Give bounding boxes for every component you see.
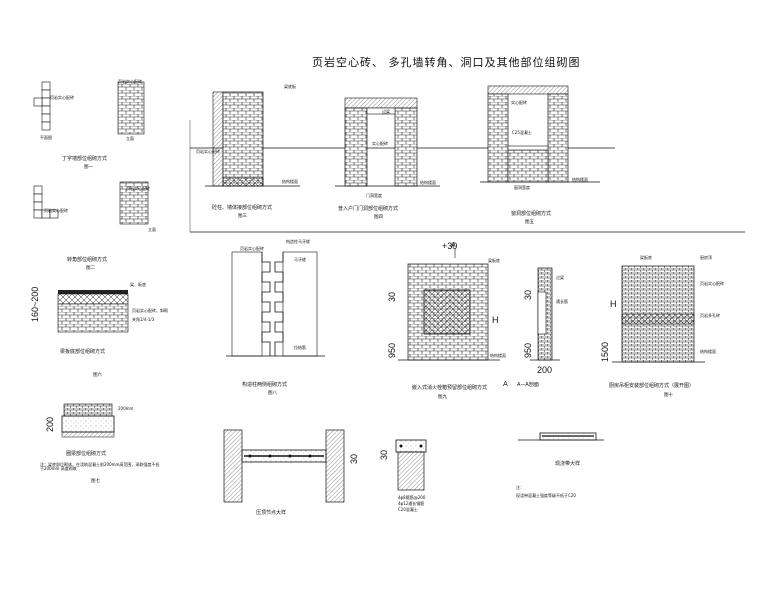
fig6-number: 图六 xyxy=(93,373,102,378)
fig1-label-2: 页岩实心配砖 xyxy=(118,79,142,84)
fig8-label-2: 构造柱马牙槎 xyxy=(286,239,310,244)
fig5-drawing xyxy=(480,85,600,183)
fig9-caption: 嵌入式消火栓箱预留部位组砌方式 xyxy=(412,385,488,391)
detail1-caption: 压顶节点大样 xyxy=(256,510,287,516)
fig1-caption: 丁字墙部位组砌方式 xyxy=(62,156,108,162)
fig10-label-2: 厨房顶 xyxy=(700,255,712,260)
fig8-label-3: 马牙槎 xyxy=(294,257,306,262)
detail3-caption: 现浇带大样 xyxy=(555,461,581,467)
fig9-dim-top: +30 xyxy=(442,241,458,251)
fig9-number: 图九 xyxy=(438,395,447,400)
fig4-drawing xyxy=(335,97,440,187)
fig4-caption: 普入户门门洞部位组砌方式 xyxy=(338,206,399,212)
detail2-label-3: C20混凝土 xyxy=(398,507,418,512)
fig3-label-3: 结构楼面 xyxy=(282,179,298,184)
detail1-drawing xyxy=(223,429,345,503)
fig10-drawing xyxy=(612,265,705,363)
fig2-label-1: 页岩实心配砖 xyxy=(44,208,68,213)
fig5-label-1: 实心配砖 xyxy=(511,100,527,105)
fig8-number: 图八 xyxy=(268,391,277,396)
fig9a-dim-200: 200 xyxy=(537,365,553,375)
fig10-dim-1500: 1500 xyxy=(600,341,610,362)
fig8-caption: 构造柱两侧组砌方式 xyxy=(242,382,288,388)
fig3-caption: 砼柱、墙体接部位组砌方式 xyxy=(212,205,273,211)
fig3-label-2: 页岩实心配砖 xyxy=(196,149,220,154)
detail2-label-1: 4φ8箍筋@200 xyxy=(398,495,426,500)
fig9-dim-h: H xyxy=(492,315,499,325)
detail2-drawing xyxy=(395,439,427,491)
fig6-label-3: 夹角1/4-1/3 xyxy=(132,317,155,322)
fig7-number: 图七 xyxy=(91,479,100,484)
fig9-dim-950: 950 xyxy=(387,342,397,358)
fig7-drawing xyxy=(61,403,115,438)
fig2-label-3: 立面 xyxy=(148,227,156,232)
fig2-caption: 转角部位组砌方式 xyxy=(67,257,108,263)
detail1-dim: 30 xyxy=(349,453,359,464)
fig8-drawing xyxy=(226,251,325,357)
fig9a-caption: A—A剖面 xyxy=(517,382,539,388)
fig2-drawing xyxy=(33,181,149,225)
fig7-dim: 200 xyxy=(45,416,55,432)
fig4-label-4: 结构楼面 xyxy=(420,180,436,185)
fig10-label-1: 梁板底 xyxy=(640,255,652,260)
fig9a-section-a2: A xyxy=(503,380,508,388)
fig4-label-2: 实心配砖 xyxy=(372,141,388,146)
sheet-title: 页岩空心砖、 多孔墙转角、洞口及其他部位组砌图 xyxy=(312,56,581,69)
fig3-drawing xyxy=(205,91,300,187)
fig6-label-2: 页岩实心配砖、斜砌 xyxy=(132,308,168,313)
fig9a-dim-950: 950 xyxy=(523,342,533,358)
fig10-label-5: 结构楼面 xyxy=(700,349,716,354)
fig10-number: 图十 xyxy=(664,393,673,398)
fig3-number: 图三 xyxy=(238,214,247,219)
fig4-label-1: 过梁 xyxy=(382,109,390,114)
fig3-label-1: 梁底板 xyxy=(284,84,296,89)
fig6-caption: 梁板底部位组砌方式 xyxy=(60,349,106,355)
fig9a-drawing xyxy=(530,267,560,361)
fig1-label-4: 立面 xyxy=(126,136,134,141)
fig9-label-1: 梁板底 xyxy=(488,258,500,263)
fig10-label-3: 页岩实心配砖 xyxy=(700,281,724,286)
fig9a-label-1: 过梁 xyxy=(556,275,564,280)
fig5-label-4: 结构楼面 xyxy=(572,177,588,182)
fig9a-dim-30: 30 xyxy=(523,289,533,300)
fig8-label-4: 拉结筋 xyxy=(294,345,306,350)
fig5-number: 图五 xyxy=(525,220,534,225)
fig5-caption: 窗洞部位组砌方式 xyxy=(511,211,552,217)
fig1-drawing xyxy=(33,81,145,135)
fig9-label-2: 结构楼面 xyxy=(490,353,506,358)
fig1-label-1: 页岩实心配砖 xyxy=(50,95,74,100)
fig5-label-3: 窗洞宽度 xyxy=(514,185,530,190)
fig1-label-3: 平面图 xyxy=(40,135,52,140)
fig10-caption: 厨房吊柜安装部位组砌方式（展开图） xyxy=(609,383,695,389)
fig5-label-2: C25混凝土 xyxy=(512,130,532,135)
fig4-label-3: 门洞宽度 xyxy=(366,193,382,198)
detail3-note: 现浇带混凝土强度等级不低于C20 xyxy=(516,493,576,498)
fig10-label-4: 页岩多孔砖 xyxy=(700,313,720,318)
fig4-number: 图四 xyxy=(374,215,383,220)
fig10-dim-h: H xyxy=(610,299,617,309)
fig7-note: 注：梁底部位砌体，在浇筑混凝土前200mm高范围，采取强度不低于200mm 高度… xyxy=(40,462,160,471)
fig9a-section-a: A xyxy=(451,241,456,249)
fig7-caption: 圈梁部位组砌方式 xyxy=(66,451,107,457)
fig9-drawing xyxy=(398,248,500,361)
detail2-label-2: 4φ12通长钢筋 xyxy=(398,501,425,506)
fig6-label-1: 梁、板底 xyxy=(130,282,146,287)
fig6-dim: 160~200 xyxy=(30,286,40,322)
fig7-label-1: 200mm xyxy=(118,406,134,411)
fig9-dim-30: 30 xyxy=(387,291,397,302)
fig9a-label-2: 通长筋 xyxy=(556,299,568,304)
detail3-drawing xyxy=(518,432,604,441)
fig1-number: 图一 xyxy=(84,165,93,170)
fig2-label-2: 页岩实心配砖 xyxy=(126,186,150,191)
fig2-number: 图二 xyxy=(86,266,95,271)
detail3-note-title: 注： xyxy=(516,485,524,490)
fig6-drawing xyxy=(57,290,129,333)
fig8-label-1: 页岩实心配砖 xyxy=(240,246,264,251)
detail2-dim: 30 xyxy=(379,449,389,460)
